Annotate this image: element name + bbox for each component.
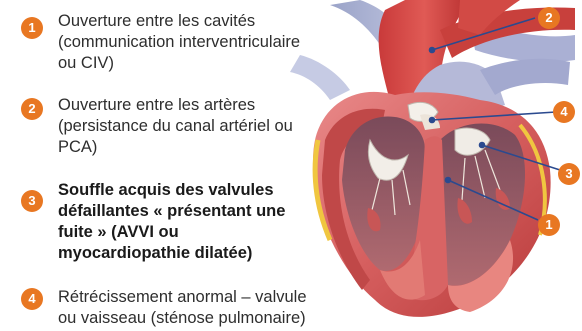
- callout-badge-3: 3: [558, 163, 580, 185]
- callout-badge-4: 4: [553, 101, 575, 123]
- vein-vessel: [290, 55, 350, 100]
- callout-badge-1: 1: [538, 214, 560, 236]
- callout-badge-2: 2: [538, 7, 560, 29]
- pulmonary-artery: [480, 59, 570, 95]
